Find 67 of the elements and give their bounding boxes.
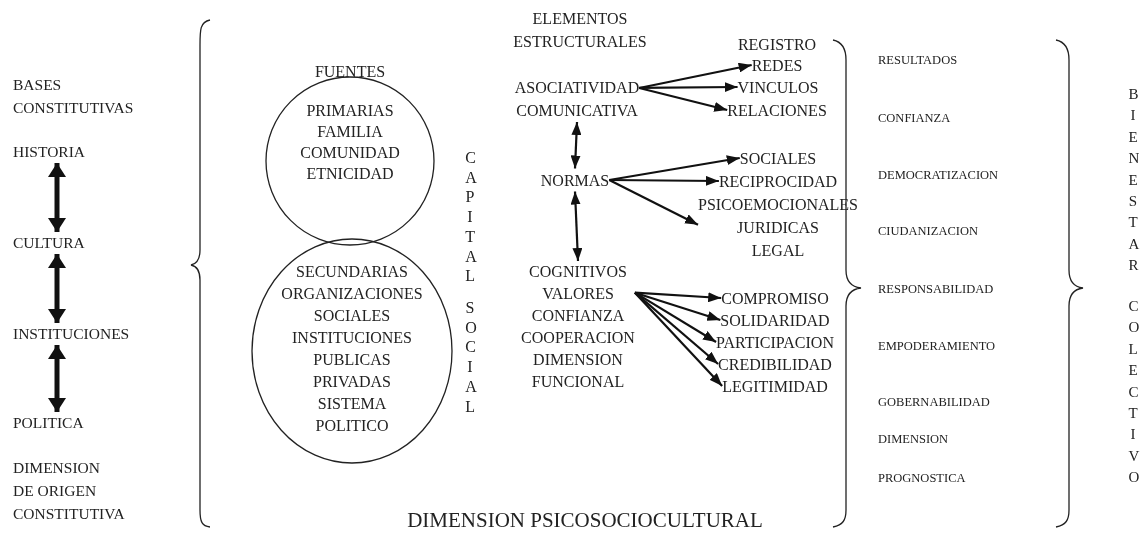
- circle-text: ETNICIDAD: [306, 163, 394, 184]
- circle-text: COMUNIDAD: [300, 142, 400, 163]
- concept-text: COOPERACION: [521, 328, 635, 348]
- concept-text: PARTICIPACION: [716, 330, 834, 354]
- concept-text: JURIDICAS: [737, 215, 819, 239]
- circle-text: SECUNDARIAS: [296, 262, 408, 282]
- heading: FUENTES: [314, 62, 386, 82]
- item-text: CONFIANZA: [878, 110, 951, 126]
- arrow: [570, 191, 583, 262]
- heading: BASES CONSTITUTIVAS: [13, 75, 134, 118]
- arrow: [639, 82, 738, 93]
- concept-text: DIMENSION FUNCIONAL: [531, 350, 625, 392]
- concept-text: VINCULOS: [737, 75, 819, 99]
- item-text: DEMOCRATIZACION: [878, 167, 999, 183]
- circle-text: PRIMARIAS: [306, 100, 394, 121]
- concept-text: HISTORIA: [13, 141, 86, 163]
- arrow: [609, 155, 740, 182]
- vertical-label: BIENESTAR: [1128, 85, 1138, 276]
- arrow: [634, 291, 723, 387]
- concept-text: LEGAL: [751, 238, 805, 262]
- arrow: [608, 179, 699, 226]
- concept-text: RECIPROCIDAD: [718, 169, 838, 193]
- arrow: [634, 291, 721, 322]
- concept-text: REGISTRO: [737, 32, 817, 56]
- concept-text: SOCIALES: [739, 146, 817, 170]
- vertical-label: COLECTIVO: [1128, 297, 1138, 488]
- concept-text: REDES: [751, 53, 803, 77]
- vertical-label: CAPITAL: [465, 148, 475, 286]
- heading: DIMENSION DE ORIGEN CONSTITUTIVA: [13, 458, 125, 524]
- arrow: [48, 345, 66, 412]
- arrow: [48, 163, 66, 232]
- concept-text: INSTITUCIONES: [13, 323, 130, 345]
- arrow: [609, 175, 719, 186]
- circle-text: FAMILIA: [317, 121, 383, 142]
- item-text: DIMENSION: [878, 431, 949, 447]
- concept-text: NORMAS: [540, 168, 610, 192]
- concept-text: COGNITIVOS: [529, 262, 627, 282]
- concept-text: CONFIANZA: [531, 306, 625, 326]
- arrow: [638, 86, 728, 112]
- concept-text: ASOCIATIVIDAD COMUNICATIVA: [514, 76, 640, 122]
- circle: [250, 236, 454, 466]
- circle-text: INSTITUCIONES PUBLICAS: [292, 328, 412, 370]
- heading: ELEMENTOS ESTRUCTURALES: [513, 9, 647, 52]
- arrow: [634, 291, 719, 365]
- circle-text: PRIVADAS: [313, 372, 391, 392]
- concept-text: POLITICA: [13, 412, 84, 434]
- concept-text: COMPROMISO: [721, 286, 829, 310]
- item-text: GOBERNABILIDAD: [878, 394, 990, 410]
- item-text: RESPONSABILIDAD: [878, 281, 994, 297]
- item-text: EMPODERAMIENTO: [878, 338, 996, 354]
- concept-text: CULTURA: [13, 232, 85, 254]
- concept-text: CREDIBILIDAD: [718, 352, 832, 376]
- vertical-label: SOCIAL: [465, 298, 475, 417]
- concept-text: VALORES: [542, 284, 614, 304]
- item-text: CIUDANIZACION: [878, 223, 978, 239]
- concept-text: LEGITIMIDAD: [722, 374, 828, 398]
- arrow: [639, 62, 752, 90]
- item-text: PROGNOSTICA: [878, 470, 966, 486]
- arrow: [634, 291, 717, 343]
- arrow: [48, 254, 66, 323]
- arrow: [570, 121, 582, 169]
- concept-text: RELACIONES: [727, 98, 827, 122]
- concept-text: SOLIDARIDAD: [720, 308, 830, 332]
- item-text: RESULTADOS: [878, 52, 958, 68]
- circle-text: SISTEMA POLITICO: [315, 394, 389, 436]
- title-text: DIMENSION PSICOSOCIOCULTURAL: [407, 507, 763, 533]
- circle-text: ORGANIZACIONES SOCIALES: [281, 284, 423, 326]
